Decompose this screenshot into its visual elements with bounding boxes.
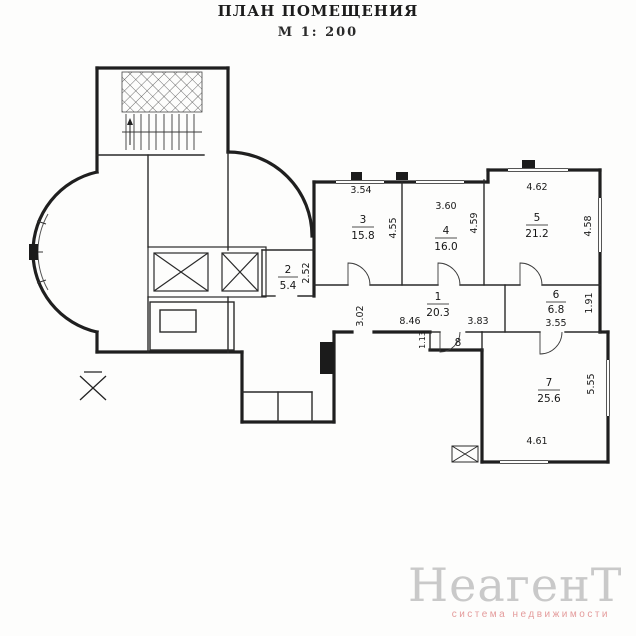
walls-interior (96, 151, 601, 423)
dim-room7-depth: 5.55 (586, 373, 597, 394)
walls-exterior (31, 66, 610, 464)
dim-room5-width: 4.62 (526, 182, 547, 193)
room-2-area: 5.4 (280, 280, 297, 292)
room-labels: 3 15.8 4 16.0 5 21.2 2 5.4 1 20.3 6 6.8 … (278, 212, 566, 405)
dim-room3-depth: 4.55 (388, 217, 399, 238)
room-8-number: 8 (455, 337, 462, 349)
room-5-area: 21.2 (525, 228, 548, 240)
room-7-area: 25.6 (537, 393, 561, 405)
room-4-area: 16.0 (434, 241, 457, 253)
dim-room4-width: 3.60 (435, 201, 456, 212)
room-1-area: 20.3 (426, 307, 449, 319)
room-6-number: 6 (553, 289, 560, 301)
dim-room1-right: 3.83 (467, 316, 488, 327)
vent-shaft-marks (29, 160, 535, 463)
scale-label: М 1: 200 (278, 25, 358, 40)
dim-room6-depth: 1.91 (584, 292, 595, 313)
dim-room1-depth: 3.02 (355, 305, 366, 326)
door-swings (347, 262, 563, 355)
staircase-icon (121, 71, 203, 150)
dim-room4-depth: 4.59 (469, 212, 480, 233)
dim-room3-width: 3.54 (350, 185, 371, 196)
room-4-number: 4 (443, 225, 450, 237)
room-5-number: 5 (534, 212, 541, 224)
dim-room6-width: 3.55 (545, 318, 566, 329)
dim-room2-depth: 2.52 (301, 262, 312, 283)
page-title: ПЛАН ПОМЕЩЕНИЯ (218, 2, 419, 20)
dimension-labels: 3.54 4.55 3.60 4.59 4.62 4.58 2.52 8.46 … (301, 182, 597, 447)
room-3-area: 15.8 (351, 230, 374, 242)
dim-room1-step: 1.13 (418, 331, 427, 349)
elevator-shafts-icon (147, 246, 267, 298)
windows (33, 167, 611, 465)
watermark-tagline: система недвижимости (452, 609, 610, 620)
watermark-brand: НеагенТ (408, 558, 622, 612)
room-3-number: 3 (360, 214, 367, 226)
room-7-number: 7 (546, 377, 553, 389)
room-6-area: 6.8 (548, 304, 565, 316)
watermark: НеагенТ система недвижимости (408, 558, 622, 620)
dim-room7-width: 4.61 (526, 436, 547, 447)
room-2-number: 2 (285, 264, 292, 276)
room-1-number: 1 (435, 291, 442, 303)
dim-room5-depth: 4.58 (583, 215, 594, 236)
dim-room1-length: 8.46 (399, 316, 420, 327)
